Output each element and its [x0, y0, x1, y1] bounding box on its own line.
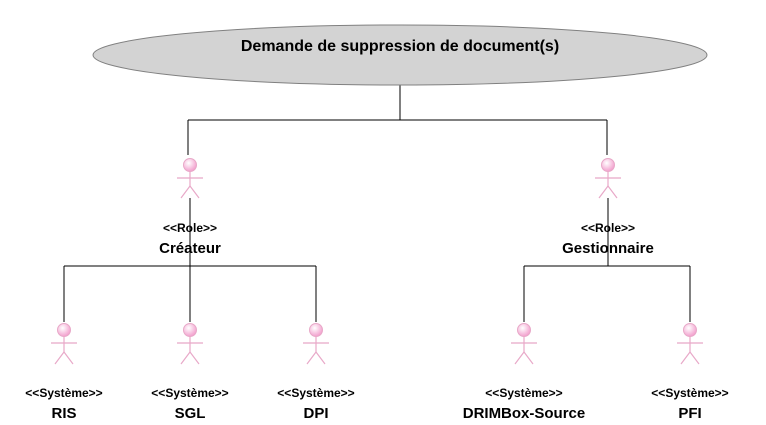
gestionnaire-connectors — [523, 198, 691, 322]
usecase-ellipse — [92, 24, 708, 86]
actor-system-dpi: <<Système>> DPI — [277, 323, 355, 422]
actor-system-drimbox-source: <<Système>> DRIMBox-Source — [463, 323, 586, 422]
actor-stereotype: <<Système>> — [25, 386, 102, 400]
actor-name: RIS — [51, 405, 76, 422]
usecase-connectors — [187, 85, 608, 155]
actor-role-gestionnaire: <<Role>> Gestionnaire — [562, 158, 654, 257]
actor-name: DPI — [303, 405, 328, 422]
actor-icon — [595, 158, 621, 199]
actor-icon — [51, 323, 77, 365]
createur-connectors — [63, 198, 317, 322]
actor-stereotype: <<Système>> — [277, 386, 354, 400]
actor-stereotype: <<Role>> — [581, 221, 635, 235]
actor-system-ris: <<Système>> RIS — [25, 323, 103, 422]
actor-stereotype: <<Role>> — [163, 221, 217, 235]
usecase-node: Demande de suppression de document(s) — [92, 24, 708, 86]
actor-system-sgl: <<Système>> SGL — [151, 323, 229, 422]
actor-icon — [177, 323, 203, 365]
actor-system-pfi: <<Système>> PFI — [651, 323, 729, 422]
actor-name: Gestionnaire — [562, 240, 654, 257]
actor-icon — [511, 323, 537, 365]
actor-stereotype: <<Système>> — [651, 386, 728, 400]
actor-icon — [677, 323, 703, 365]
actor-name: PFI — [678, 405, 701, 422]
actor-name: DRIMBox-Source — [463, 405, 586, 422]
actor-name: Créateur — [159, 240, 221, 257]
actor-icon — [303, 323, 329, 365]
actor-stereotype: <<Système>> — [151, 386, 228, 400]
actor-icon — [177, 158, 203, 199]
usecase-title: Demande de suppression de document(s) — [241, 38, 559, 55]
actor-stereotype: <<Système>> — [485, 386, 562, 400]
actor-name: SGL — [175, 405, 206, 422]
actor-role-createur: <<Role>> Créateur — [159, 158, 221, 257]
